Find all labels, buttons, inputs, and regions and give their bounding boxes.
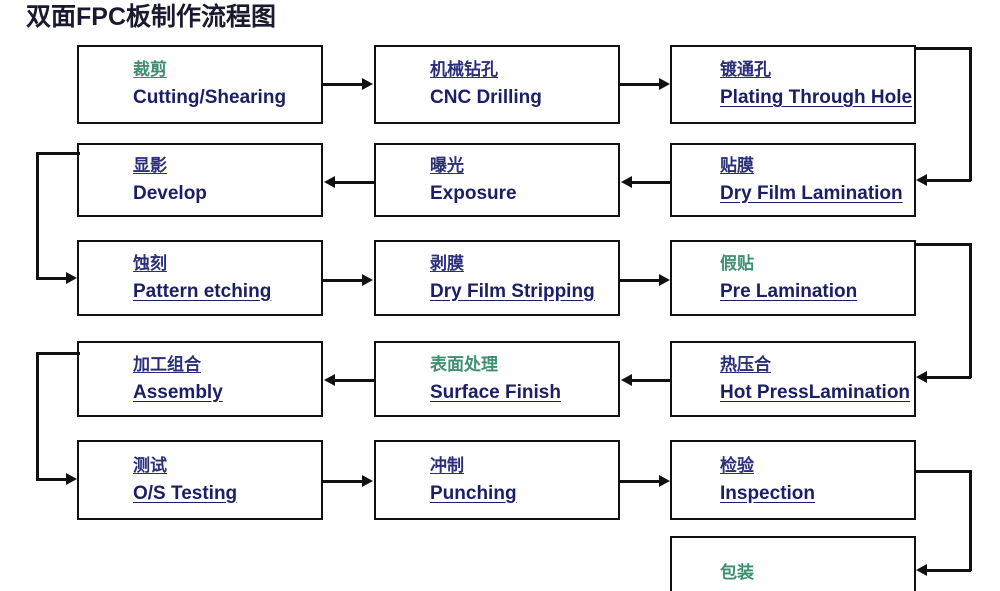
node-inspection[interactable]: 检验 Inspection (670, 440, 916, 520)
arrowhead-inspection-to-packing (916, 564, 927, 576)
node-inspection-en: Inspection (720, 482, 816, 504)
connector-punching-to-inspection (620, 480, 660, 483)
connector-assembly-wrap-down (36, 352, 39, 480)
node-hot-press-lamination[interactable]: 热压合 Hot PressLamination (670, 341, 916, 417)
node-dfl-en: Dry Film Lamination (720, 182, 903, 204)
page-title: 双面FPC板制作流程图 (26, 3, 277, 31)
node-exposure-cn: 曝光 (430, 155, 464, 175)
node-etching-cn: 蚀刻 (133, 253, 167, 273)
node-pre-lamination[interactable]: 假贴 Pre Lamination (670, 240, 916, 316)
arrowhead-pth-to-dfl (916, 174, 927, 186)
connector-prelam-wrap-down (969, 243, 972, 378)
arrowhead-exposure-to-develop (324, 176, 335, 188)
connector-develop-wrap-down (36, 152, 39, 279)
node-dfl-cn: 贴膜 (720, 155, 754, 175)
connector-surface-to-assembly (334, 379, 374, 382)
node-stripping-cn: 剥膜 (430, 253, 464, 273)
node-punching-en: Punching (430, 482, 517, 504)
node-testing-cn: 测试 (133, 455, 167, 475)
node-drilling[interactable]: 机械钻孔 CNC Drilling (374, 45, 620, 124)
connector-assembly-wrap-bottom (36, 478, 68, 481)
arrowhead-punching-to-inspection (659, 475, 670, 487)
node-dry-film-stripping[interactable]: 剥膜 Dry Film Stripping (374, 240, 620, 316)
node-assembly[interactable]: 加工组合 Assembly (77, 341, 323, 417)
node-punching[interactable]: 冲制 Punching (374, 440, 620, 520)
arrowhead-testing-to-punching (362, 475, 373, 487)
arrowhead-hotpress-to-surface (621, 374, 632, 386)
arrowhead-stripping-to-prelam (659, 274, 670, 286)
arrowhead-dfl-to-exposure (621, 176, 632, 188)
node-hotpress-en: Hot PressLamination (720, 381, 911, 403)
arrowhead-drilling-to-pth (659, 78, 670, 90)
node-punching-cn: 冲制 (430, 455, 464, 475)
node-os-testing[interactable]: 测试 O/S Testing (77, 440, 323, 520)
node-develop-en: Develop (133, 182, 207, 204)
connector-inspection-wrap-down (969, 470, 972, 571)
node-packing[interactable]: 包装 (670, 536, 916, 591)
connector-pth-wrap-bottom (926, 179, 971, 182)
node-cutting-cn: 裁剪 (133, 60, 167, 80)
node-stripping-en: Dry Film Stripping (430, 280, 595, 302)
connector-drilling-to-pth (620, 83, 660, 86)
connector-etching-to-stripping (323, 279, 363, 282)
node-pattern-etching[interactable]: 蚀刻 Pattern etching (77, 240, 323, 316)
node-cutting-en: Cutting/Shearing (133, 87, 287, 109)
node-prelam-cn: 假贴 (720, 253, 754, 273)
connector-stripping-to-prelam (620, 279, 660, 282)
arrowhead-assembly-to-testing (66, 473, 77, 485)
connector-pth-wrap-top (914, 47, 972, 50)
arrowhead-etching-to-stripping (362, 274, 373, 286)
connector-dfl-to-exposure (631, 181, 670, 184)
node-inspection-cn: 检验 (720, 455, 754, 475)
connector-prelam-wrap-bottom (926, 376, 971, 379)
connector-inspection-wrap-top (914, 470, 972, 473)
node-develop[interactable]: 显影 Develop (77, 143, 323, 217)
node-exposure[interactable]: 曝光 Exposure (374, 143, 620, 217)
connector-hotpress-to-surface (631, 379, 670, 382)
node-assembly-cn: 加工组合 (133, 354, 201, 374)
connector-inspection-wrap-bottom (926, 569, 971, 572)
node-drilling-en: CNC Drilling (430, 87, 542, 109)
arrowhead-cutting-to-drilling (362, 78, 373, 90)
node-surface-finish[interactable]: 表面处理 Surface Finish (374, 341, 620, 417)
arrowhead-surface-to-assembly (324, 374, 335, 386)
node-surface-en: Surface Finish (430, 381, 561, 403)
connector-pth-wrap-down (969, 47, 972, 181)
node-surface-cn: 表面处理 (430, 354, 498, 374)
connector-develop-wrap-top (36, 152, 80, 155)
connector-prelam-wrap-top (914, 243, 972, 246)
node-develop-cn: 显影 (133, 155, 167, 175)
connector-assembly-wrap-top (36, 352, 80, 355)
node-prelam-en: Pre Lamination (720, 280, 858, 302)
node-hotpress-cn: 热压合 (720, 354, 771, 374)
node-exposure-en: Exposure (430, 182, 517, 204)
node-testing-en: O/S Testing (133, 482, 238, 504)
connector-exposure-to-develop (334, 181, 374, 184)
node-drilling-cn: 机械钻孔 (430, 60, 498, 80)
node-dry-film-lamination[interactable]: 贴膜 Dry Film Lamination (670, 143, 916, 217)
connector-testing-to-punching (323, 480, 363, 483)
connector-cutting-to-drilling (323, 83, 363, 86)
node-pth-en: Plating Through Hole (720, 87, 913, 109)
node-plating-through-hole[interactable]: 镀通孔 Plating Through Hole (670, 45, 916, 124)
node-pth-cn: 镀通孔 (720, 60, 771, 80)
node-packing-cn: 包装 (720, 563, 754, 583)
node-cutting[interactable]: 裁剪 Cutting/Shearing (77, 45, 323, 124)
arrowhead-prelam-to-hotpress (916, 371, 927, 383)
connector-develop-wrap-bottom (36, 277, 68, 280)
node-etching-en: Pattern etching (133, 280, 272, 302)
arrowhead-develop-to-etching (66, 272, 77, 284)
node-assembly-en: Assembly (133, 381, 223, 403)
